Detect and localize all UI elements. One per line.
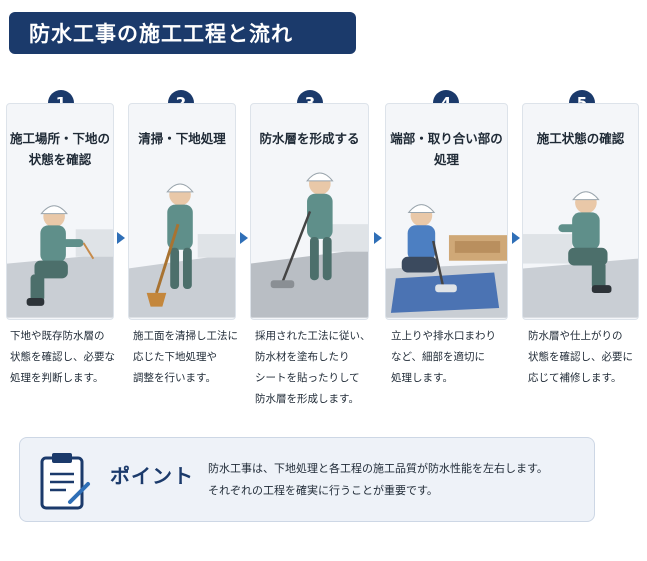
- worker-inspecting-icon: [7, 205, 113, 318]
- clipboard-icon: [40, 453, 90, 510]
- step-2-desc: 施工面を清掃し工法に応じた下地処理や調整を行います。: [133, 330, 238, 384]
- point-label: ポイント: [110, 464, 194, 488]
- step-2-title: 清掃・下地処理: [138, 131, 226, 146]
- step-2-card: 清掃・下地処理: [128, 103, 236, 320]
- worker-sweeping-icon: [129, 183, 235, 318]
- page-title: 防水工事の施工工程と流れ: [9, 12, 356, 54]
- step-5-card: 施工状態の確認: [522, 103, 639, 320]
- step-3-card: 防水層を形成する: [250, 103, 369, 320]
- point-box: ポイント 防水工事は、下地処理と各工程の施工品質が防水性能を左右します。 それぞ…: [19, 437, 595, 522]
- step-arrow-3: [374, 232, 382, 244]
- step-5-title: 施工状態の確認: [536, 131, 625, 146]
- worker-detail-work-icon: [386, 204, 507, 318]
- step-arrow-4: [512, 232, 520, 244]
- step-4-title: 端部・取り合い部の処理: [390, 131, 503, 167]
- worker-checking-icon: [523, 191, 638, 318]
- step-3-desc: 採用された工法に従い、防水材を塗布したりシートを貼ったりして防水層を形成します。: [255, 330, 371, 405]
- step-5-desc: 防水層や仕上がりの状態を確認し、必要に応じて補修します。: [528, 330, 633, 384]
- step-1-title: 施工場所・下地の状態を確認: [9, 131, 110, 167]
- step-arrow-2: [240, 232, 248, 244]
- step-1-desc: 下地や既存防水層の状態を確認し、必要な処理を判断します。: [10, 330, 115, 384]
- step-3-title: 防水層を形成する: [259, 131, 360, 146]
- step-1-card: 施工場所・下地の状態を確認: [6, 103, 114, 320]
- step-4-card: 端部・取り合い部の処理: [385, 103, 508, 320]
- worker-rolling-icon: [251, 172, 368, 318]
- step-4-desc: 立上りや排水口まわりなど、細部を適切に処理します。: [391, 330, 496, 384]
- point-text: 防水工事は、下地処理と各工程の施工品質が防水性能を左右します。 それぞれの工程を…: [208, 462, 548, 497]
- step-arrow-1: [117, 232, 125, 244]
